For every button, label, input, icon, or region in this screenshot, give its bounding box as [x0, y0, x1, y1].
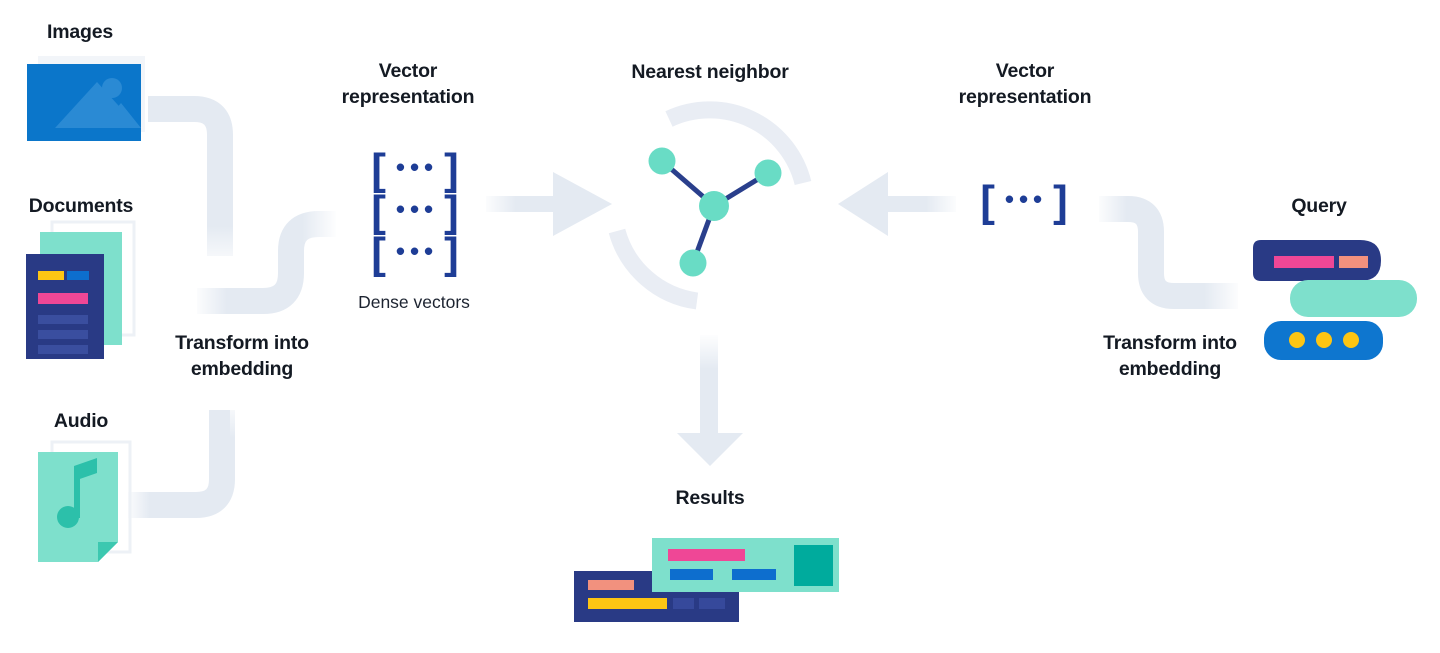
- bracket-open-glyph: [: [371, 145, 386, 194]
- results-title: Results: [675, 487, 745, 509]
- vector-representation-right-title: Vector representation: [958, 60, 1092, 108]
- vector-row: [ ••• ]: [371, 187, 459, 236]
- pipe-fades: [124, 192, 1242, 521]
- documents-icon: [26, 220, 136, 359]
- images-label: Images: [46, 21, 114, 43]
- bracket-close-glyph: ]: [444, 145, 459, 194]
- images-icon: [27, 56, 145, 141]
- bracket-close-glyph: ]: [1053, 177, 1068, 226]
- pipe-images-to-embedding: [148, 96, 233, 256]
- results-cards: [574, 538, 839, 622]
- music-note-icon: [57, 458, 97, 528]
- audio-icon: [38, 440, 132, 562]
- audio-label: Audio: [53, 410, 109, 432]
- vector-row: [ ••• ]: [371, 145, 459, 194]
- dense-vectors-caption: Dense vectors: [358, 292, 470, 312]
- vector-row: [ ••• ]: [980, 177, 1068, 226]
- transform-into-embedding-left-label: Transform into embedding: [175, 332, 309, 380]
- query-label: Query: [1291, 195, 1347, 217]
- pipe-query-to-vector: [1099, 196, 1238, 309]
- nearest-neighbor-arcs: [608, 101, 812, 310]
- bracket-open-glyph: [: [980, 177, 995, 226]
- bracket-close-glyph: ]: [444, 229, 459, 278]
- vector-row: [ ••• ]: [371, 229, 459, 278]
- query-stack: [1253, 240, 1417, 360]
- nearest-neighbor-title: Nearest neighbor: [631, 61, 789, 83]
- nearest-neighbor-graph: [648, 147, 782, 277]
- vector-representation-left-title: Vector representation: [341, 60, 475, 108]
- bracket-open-glyph: [: [371, 187, 386, 236]
- bracket-open-glyph: [: [371, 229, 386, 278]
- bracket-close-glyph: ]: [444, 187, 459, 236]
- vector-dots-glyph: •••: [1004, 183, 1048, 214]
- query-vector-group: [ ••• ]: [980, 177, 1068, 226]
- dense-vectors-group: [ ••• ] [ ••• ] [ ••• ]: [371, 145, 459, 278]
- vector-dots-glyph: •••: [395, 193, 439, 224]
- documents-label: Documents: [28, 195, 134, 217]
- transform-into-embedding-right-label: Transform into embedding: [1103, 332, 1237, 380]
- pipe-audio-to-embedding: [128, 410, 235, 518]
- vector-dots-glyph: •••: [395, 151, 439, 182]
- vector-dots-glyph: •••: [395, 235, 439, 266]
